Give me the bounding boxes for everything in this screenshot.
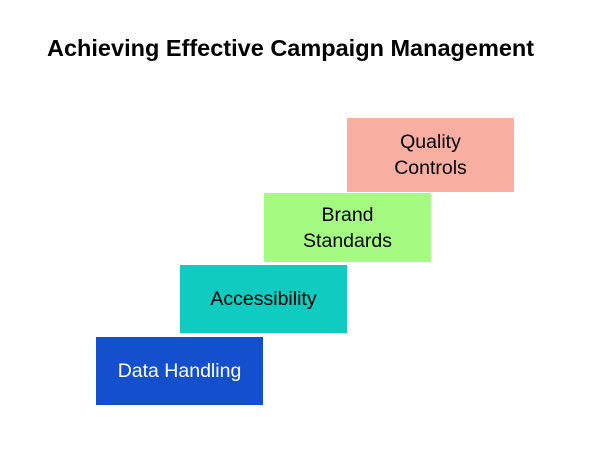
page-title: Achieving Effective Campaign Management xyxy=(47,35,535,61)
step-label-data-handling: Data Handling xyxy=(117,360,242,382)
step-label-brand-standards: Brand Standards xyxy=(303,203,392,252)
step-label-accessibility: Accessibility xyxy=(210,288,317,310)
step-block-data-handling[interactable]: Data Handling xyxy=(96,337,263,405)
step-block-brand-standards[interactable]: Brand Standards xyxy=(264,193,431,262)
step-label-quality-controls: Quality Controls xyxy=(394,131,467,179)
step-block-quality-controls[interactable]: Quality Controls xyxy=(347,118,514,192)
step-block-accessibility[interactable]: Accessibility xyxy=(180,265,347,333)
